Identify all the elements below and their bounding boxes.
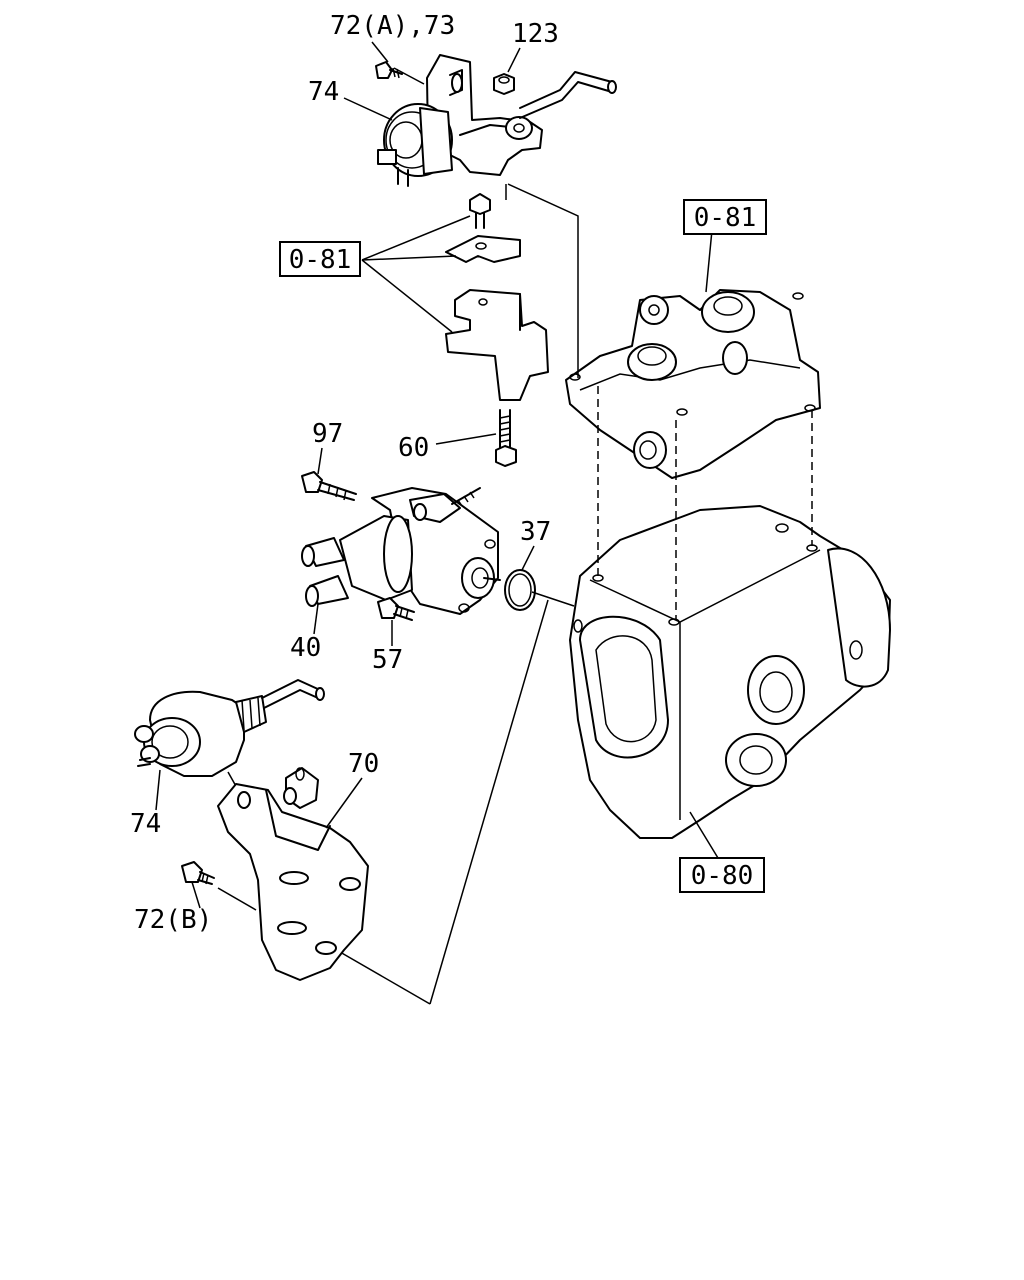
callout-40: 40	[290, 633, 321, 663]
callout-60: 60	[398, 433, 429, 463]
callout-37: 37	[520, 517, 551, 547]
leader-lines	[155, 41, 719, 911]
ref-box-081-right: 0-81	[683, 199, 767, 235]
callout-57: 57	[372, 645, 403, 675]
housing-top	[565, 289, 821, 479]
vacuum-actuator-bottom	[134, 679, 325, 805]
bolt-57	[377, 597, 415, 621]
ref-080-label: 0-80	[691, 861, 754, 891]
callout-70: 70	[348, 749, 379, 779]
callout-123: 123	[512, 19, 559, 49]
ref-box-081-left: 0-81	[279, 241, 361, 277]
callout-97: 97	[312, 419, 343, 449]
assembly-lines	[505, 183, 813, 620]
bracket-assembly	[445, 193, 549, 467]
callout-72a-73: 72(A),73	[330, 11, 455, 41]
callout-72b: 72(B)	[134, 905, 212, 935]
throttle-body	[569, 505, 891, 839]
callout-74-top: 74	[308, 77, 339, 107]
ref-box-080: 0-80	[679, 857, 765, 893]
idle-control-valve	[301, 487, 501, 615]
bolt-97	[301, 471, 357, 501]
vacuum-actuator-top	[377, 54, 617, 187]
nut-123	[493, 73, 515, 95]
ref-081-left-label: 0-81	[289, 245, 352, 275]
ref-081-right-label: 0-81	[694, 203, 757, 233]
bolt-72b	[181, 861, 215, 885]
bracket-70	[217, 767, 369, 981]
o-ring-37	[504, 569, 536, 611]
callout-74-bottom: 74	[130, 809, 161, 839]
